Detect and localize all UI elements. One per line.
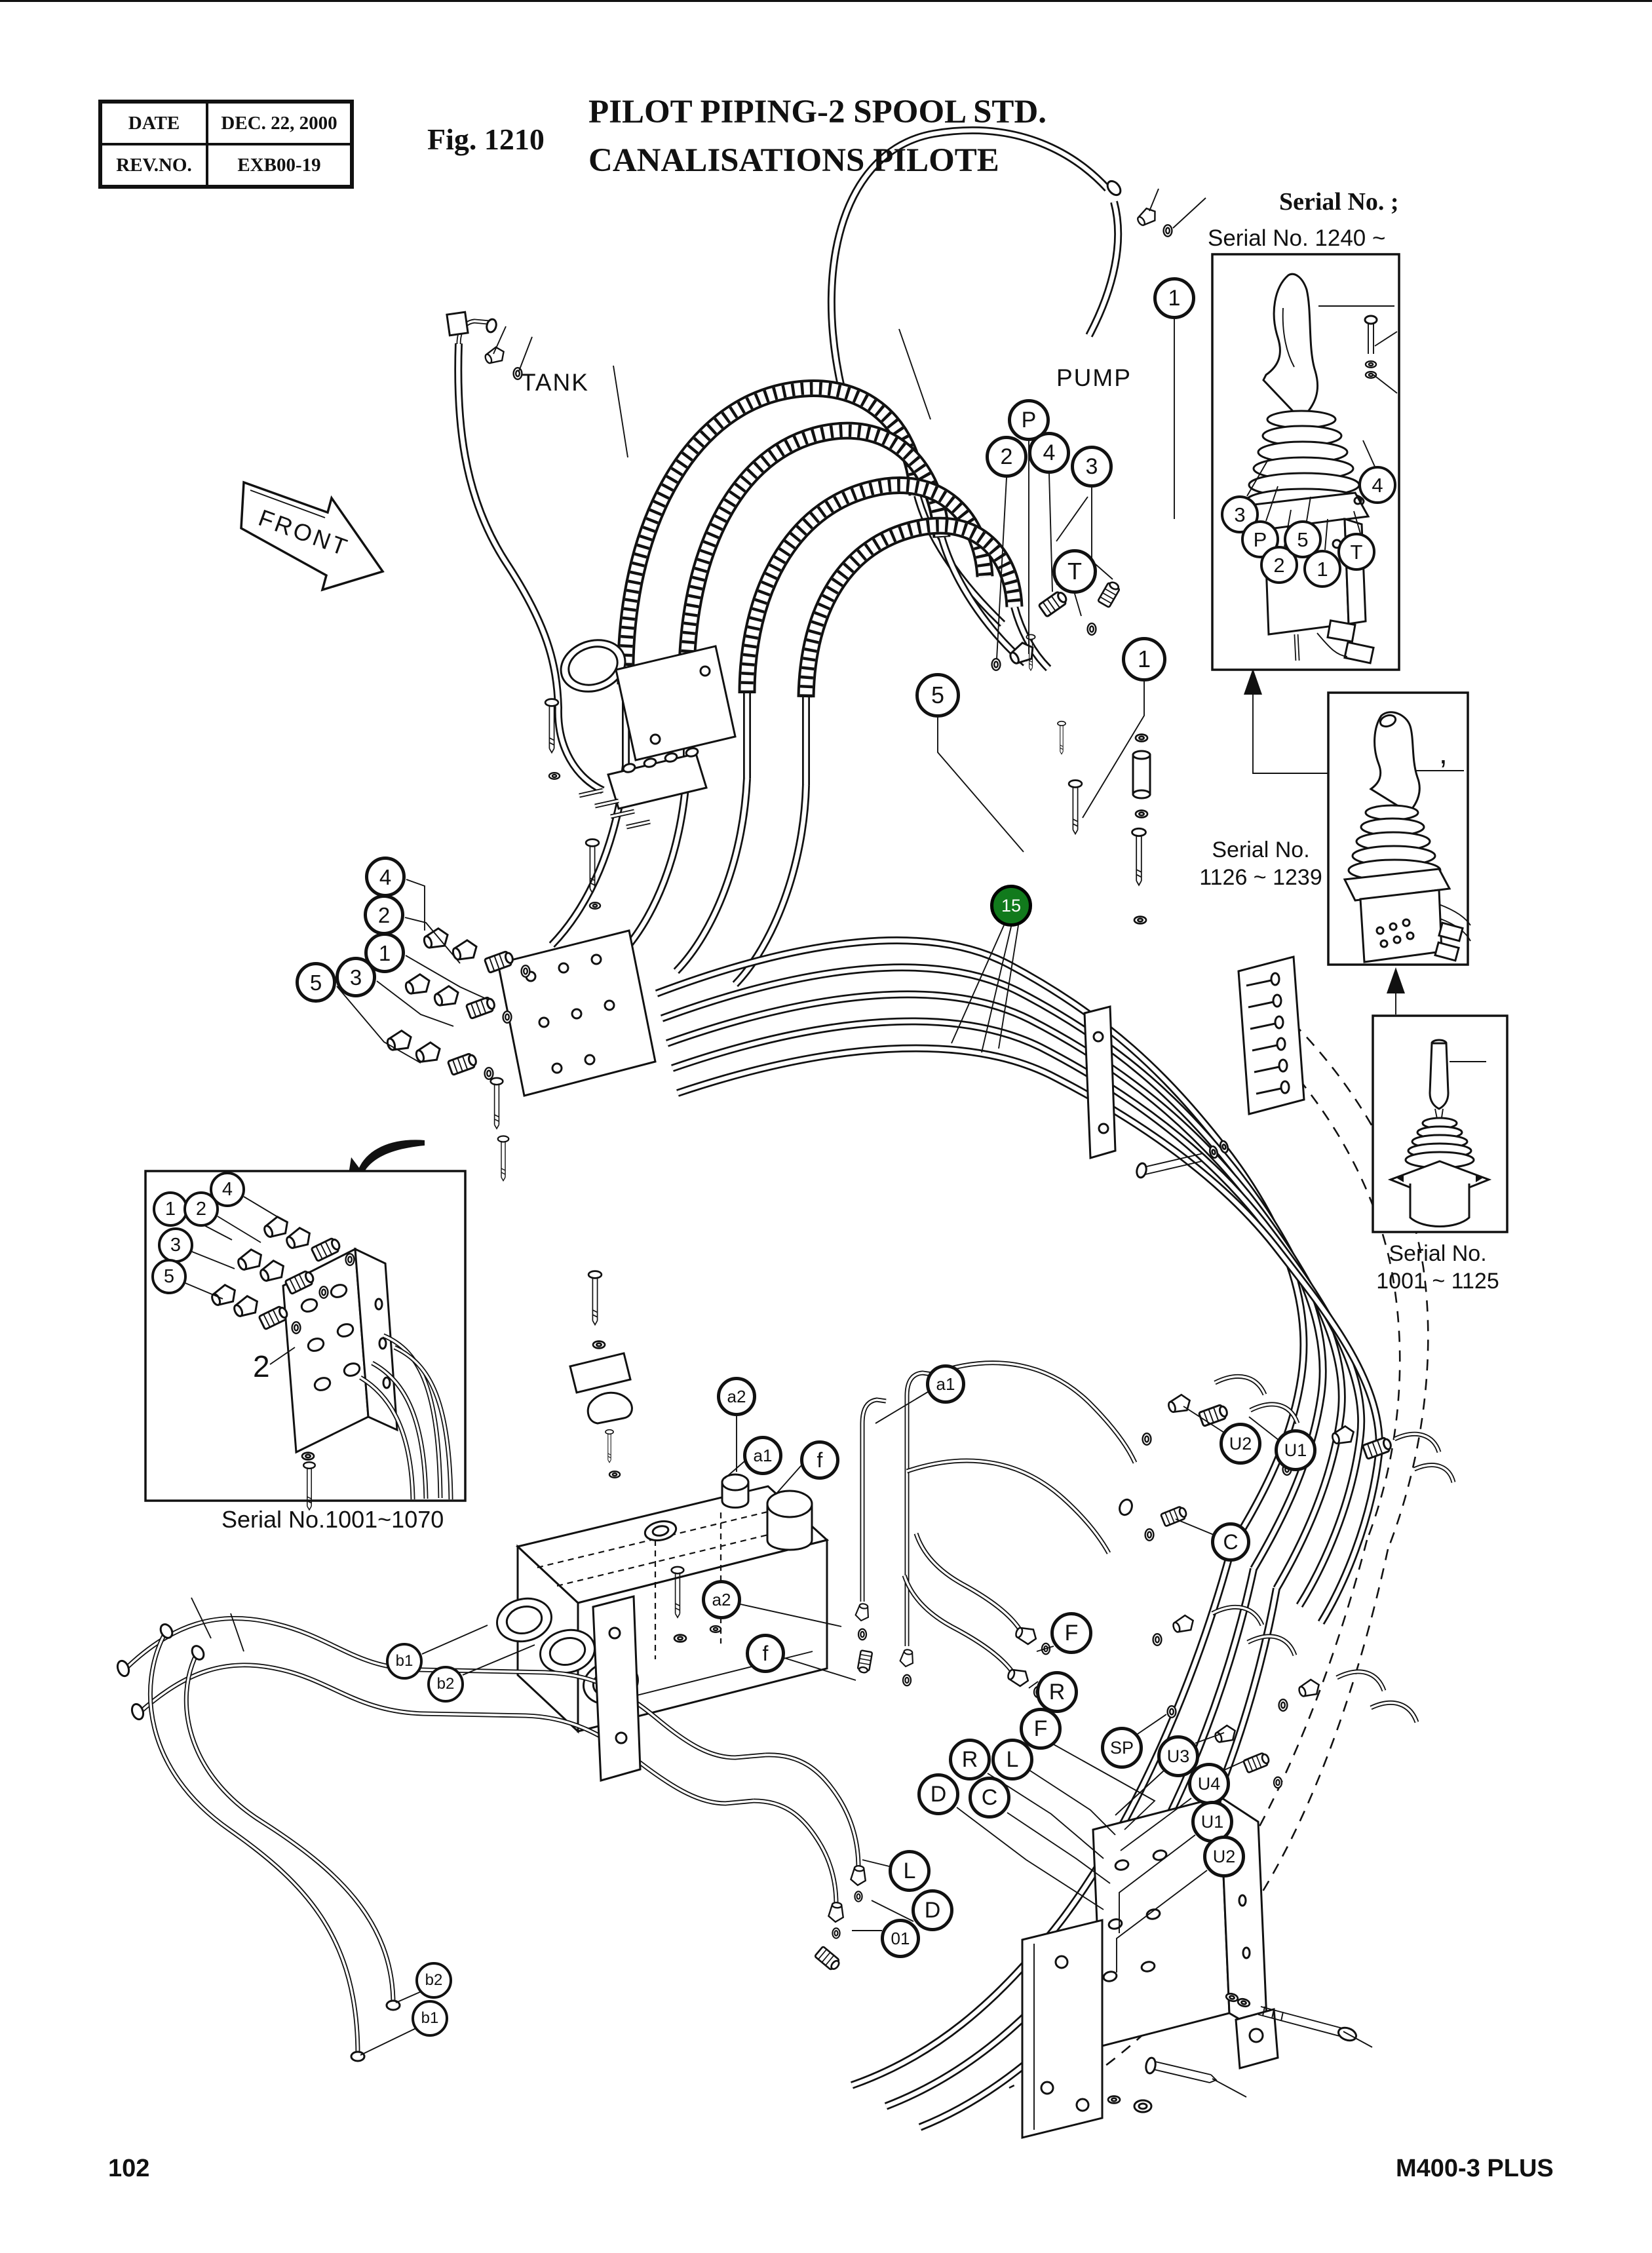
rev-label: REV.NO. bbox=[101, 144, 207, 186]
callout-F: F bbox=[1050, 1612, 1092, 1654]
callout-b2: b2 bbox=[415, 1962, 452, 1999]
callout-L: L bbox=[991, 1739, 1033, 1781]
elbow-stack bbox=[1237, 955, 1305, 1115]
control-valve bbox=[496, 1270, 830, 1734]
callout-U1: U1 bbox=[1191, 1801, 1233, 1843]
serial-1001-line1: Serial No. bbox=[1389, 1241, 1487, 1266]
model-label: M400-3 PLUS bbox=[1396, 2155, 1554, 2182]
page-number: 102 bbox=[108, 2155, 150, 2182]
callout-3: 3 bbox=[158, 1227, 193, 1263]
callout-3: 3 bbox=[1221, 495, 1259, 533]
hanger-plate bbox=[1083, 1005, 1230, 1179]
callout-U1: U1 bbox=[1275, 1429, 1316, 1471]
callout-4: 4 bbox=[1358, 466, 1396, 504]
callout-1: 1 bbox=[1153, 277, 1195, 319]
joystick-box-1240 bbox=[1211, 253, 1400, 671]
left-manifold bbox=[383, 925, 657, 1182]
callout-SP: SP bbox=[1101, 1727, 1143, 1769]
callout-a2: a2 bbox=[702, 1580, 741, 1619]
page-title: PILOT PIPING-2 SPOOL STD. bbox=[588, 94, 1047, 130]
mount-plate bbox=[544, 639, 737, 910]
callout-3: 3 bbox=[1071, 446, 1113, 488]
callout-5: 5 bbox=[915, 673, 960, 718]
callout-P: P bbox=[1008, 399, 1050, 441]
callout-5: 5 bbox=[296, 962, 336, 1003]
rev-value: EXB00-19 bbox=[207, 144, 351, 186]
callout-D: D bbox=[917, 1773, 959, 1815]
serial-1001-1125-label: Serial No. 1001 ~ 1125 bbox=[1350, 1240, 1526, 1295]
serial-1126-label: Serial No. 1126 ~ 1239 bbox=[1173, 836, 1349, 891]
serial-1126-line1: Serial No. bbox=[1212, 838, 1310, 862]
callout-b1: b1 bbox=[412, 2000, 448, 2037]
callout-a1: a1 bbox=[926, 1364, 965, 1404]
tank-label: TANK bbox=[521, 369, 589, 396]
callout-2: 2 bbox=[986, 436, 1028, 478]
bottom-manifold-block bbox=[1021, 1795, 1358, 2139]
bottom-right-elbows bbox=[1152, 1604, 1419, 1789]
pump-port-fittings bbox=[991, 564, 1151, 925]
callout-b2: b2 bbox=[427, 1666, 464, 1703]
callout-a2: a2 bbox=[717, 1377, 756, 1416]
serial-inset-label: Serial No.1001~1070 bbox=[221, 1506, 444, 1533]
comma-mark: , bbox=[1439, 736, 1448, 770]
callout-15: 15 bbox=[990, 885, 1032, 927]
callout-C: C bbox=[1211, 1522, 1250, 1562]
pump-hose bbox=[828, 126, 1173, 392]
serial-1001-line2: 1001 ~ 1125 bbox=[1376, 1269, 1499, 1294]
callout-2: 2 bbox=[364, 895, 404, 935]
figure-number: Fig. 1210 bbox=[427, 123, 545, 156]
joystick-box-1126 bbox=[1327, 691, 1471, 966]
serial-1240-label: Serial No. 1240 ~ bbox=[1208, 225, 1386, 251]
assoc-arrows bbox=[1244, 668, 1405, 1014]
callout-a1: a1 bbox=[743, 1436, 782, 1475]
joystick-box-1001 bbox=[1372, 1014, 1508, 1233]
callout-U2: U2 bbox=[1203, 1836, 1245, 1877]
item-2-label: 2 bbox=[253, 1349, 270, 1383]
callout-U3: U3 bbox=[1157, 1735, 1199, 1777]
callout-4: 4 bbox=[1028, 432, 1070, 474]
tank-hose bbox=[446, 311, 605, 794]
mid-right-fittings bbox=[1119, 1374, 1456, 1542]
page-title-fr: CANALISATIONS PILOTE bbox=[588, 142, 999, 179]
callout-C: C bbox=[969, 1777, 1010, 1819]
pump-label: PUMP bbox=[1056, 364, 1132, 391]
callout-3: 3 bbox=[336, 957, 376, 997]
callout-4: 4 bbox=[365, 857, 406, 897]
serial-heading: Serial No. ; bbox=[1279, 188, 1399, 216]
callout-R: R bbox=[949, 1739, 991, 1781]
revision-table: DATE DEC. 22, 2000 REV.NO. EXB00-19 bbox=[98, 100, 354, 189]
coiled-hoses bbox=[548, 379, 1052, 988]
callout-b1: b1 bbox=[386, 1643, 423, 1680]
callout-T: T bbox=[1337, 533, 1375, 571]
callout-5: 5 bbox=[151, 1259, 187, 1294]
callout-L: L bbox=[889, 1850, 931, 1892]
callout-01: 01 bbox=[881, 1919, 920, 1958]
callout-T: T bbox=[1052, 549, 1097, 594]
date-label: DATE bbox=[101, 102, 207, 144]
callout-f: f bbox=[746, 1634, 785, 1673]
callout-R: R bbox=[1036, 1671, 1078, 1713]
steel-pipes bbox=[854, 1360, 1138, 1699]
callout-U2: U2 bbox=[1220, 1423, 1261, 1465]
front-arrow: FRONT bbox=[240, 480, 385, 592]
callout-F: F bbox=[1020, 1708, 1062, 1750]
callout-D: D bbox=[912, 1889, 953, 1931]
date-value: DEC. 22, 2000 bbox=[207, 102, 351, 144]
callout-2: 2 bbox=[183, 1191, 219, 1227]
page-top-rule bbox=[0, 0, 1652, 2]
callout-f: f bbox=[800, 1440, 839, 1480]
callout-1: 1 bbox=[153, 1191, 188, 1227]
callout-1: 1 bbox=[1303, 550, 1341, 588]
callout-U4: U4 bbox=[1188, 1763, 1230, 1805]
serial-1126-line2: 1126 ~ 1239 bbox=[1199, 865, 1322, 890]
leader-lines bbox=[185, 188, 1486, 2098]
callout-1: 1 bbox=[1122, 637, 1166, 682]
